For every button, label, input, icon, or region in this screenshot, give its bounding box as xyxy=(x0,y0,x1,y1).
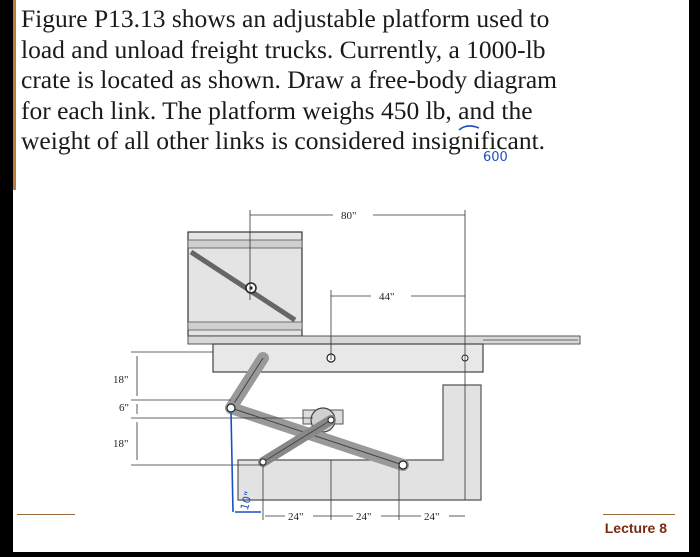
dim-top-span: 80" xyxy=(341,210,357,222)
problem-line-2: load and unload freight trucks. Currentl… xyxy=(21,34,546,64)
dim-platform-span: 44" xyxy=(379,291,395,303)
problem-line-1: Figure P13.13 shows an adjustable platfo… xyxy=(21,4,550,33)
dim-left-middle: 6" xyxy=(119,402,129,414)
handwritten-annotations: 10" xyxy=(230,411,261,513)
problem-statement: Figure P13.13 shows an adjustable platfo… xyxy=(21,4,681,157)
middle-pin xyxy=(226,403,236,413)
problem-line-5: weight of all other links is considered … xyxy=(21,126,546,155)
strikeout-mark xyxy=(458,125,480,131)
cylinder-pin xyxy=(327,416,335,424)
lower-pin xyxy=(398,460,408,470)
figure-p13-13: 600 xyxy=(113,125,581,523)
footer-rule-right xyxy=(603,514,675,515)
base-pin xyxy=(259,458,267,466)
dim-bottom-1: 24" xyxy=(288,511,304,523)
dimension-lines xyxy=(131,210,466,520)
footer-rule-left xyxy=(17,514,75,515)
platform-deck xyxy=(187,335,581,373)
problem-line-4: for each link. The platform weighs 450 l… xyxy=(21,95,533,125)
base-frame xyxy=(237,384,482,501)
dim-bottom-3: 24" xyxy=(424,511,440,523)
dim-left-upper: 18" xyxy=(113,374,129,386)
handwritten-10-label: 10" xyxy=(238,490,255,512)
textbook-page: Figure P13.13 shows an adjustable platfo… xyxy=(13,0,689,552)
lecture-label: Lecture 8 xyxy=(604,520,667,536)
crate xyxy=(187,231,303,337)
problem-line-3: crate is located as shown. Draw a free-b… xyxy=(21,65,557,94)
margin-rule xyxy=(13,0,16,190)
dim-left-lower: 18" xyxy=(113,438,129,450)
scissor-links xyxy=(225,352,409,471)
handwritten-correction: 600 xyxy=(483,150,508,165)
dim-bottom-2: 24" xyxy=(356,511,372,523)
